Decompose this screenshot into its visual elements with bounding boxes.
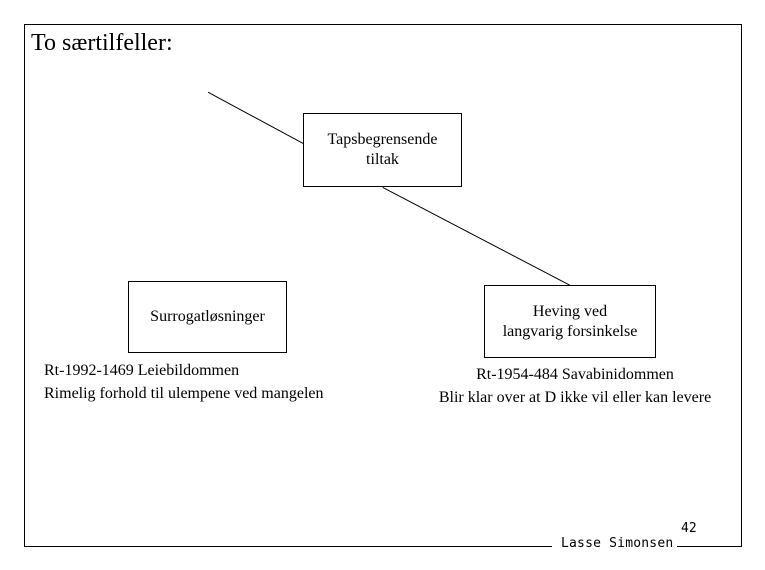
diagram-node-root: Tapsbegrensende tiltak	[303, 113, 462, 187]
footer-author: Lasse Simonsen	[557, 536, 678, 552]
diagram-node-surrogatlosninger: Surrogatløsninger	[128, 281, 287, 353]
slide-frame-bottom-edge-right	[665, 546, 742, 547]
footer-page-number: 42	[681, 521, 697, 536]
caption-left-node: Rt-1992-1469 Leiebildommen Rimelig forho…	[44, 359, 323, 405]
caption-left-line1: Rt-1992-1469 Leiebildommen	[44, 362, 240, 379]
diagram-node-root-label-line2: tiltak	[366, 151, 399, 168]
diagram-node-root-label: Tapsbegrensende tiltak	[328, 130, 438, 170]
diagram-node-left-label: Surrogatløsninger	[150, 307, 265, 327]
diagram-node-right-label-line1: Heving ved	[532, 302, 608, 320]
caption-left-line2: Rimelig forhold til ulempene ved mangele…	[44, 385, 324, 402]
caption-right-line1: Rt-1954-484 Savabinidommen	[476, 366, 674, 383]
page-title: To særtilfeller:	[31, 30, 173, 56]
slide-frame-top-edge	[24, 24, 742, 25]
slide-frame-left-edge	[24, 24, 25, 547]
slide-frame-right-edge	[741, 24, 742, 547]
diagram-node-right-label: Heving ved langvarig forsinkelse	[503, 302, 638, 342]
connector-root-to-right-node	[382, 187, 570, 286]
diagram-node-right-label-line2: langvarig forsinkelse	[502, 322, 638, 340]
slide-frame-bottom-edge-left	[24, 546, 552, 547]
diagram-node-root-label-line1: Tapsbegrensende	[327, 131, 438, 148]
diagram-node-heving-ved-langvarig-forsinkelse: Heving ved langvarig forsinkelse	[484, 285, 656, 358]
caption-right-line2: Blir klar over at D ikke vil eller kan l…	[438, 389, 712, 406]
diagram-node-left-label-line1: Surrogatløsninger	[150, 308, 265, 325]
caption-right-node: Rt-1954-484 Savabinidommen Blir klar ove…	[414, 363, 736, 409]
